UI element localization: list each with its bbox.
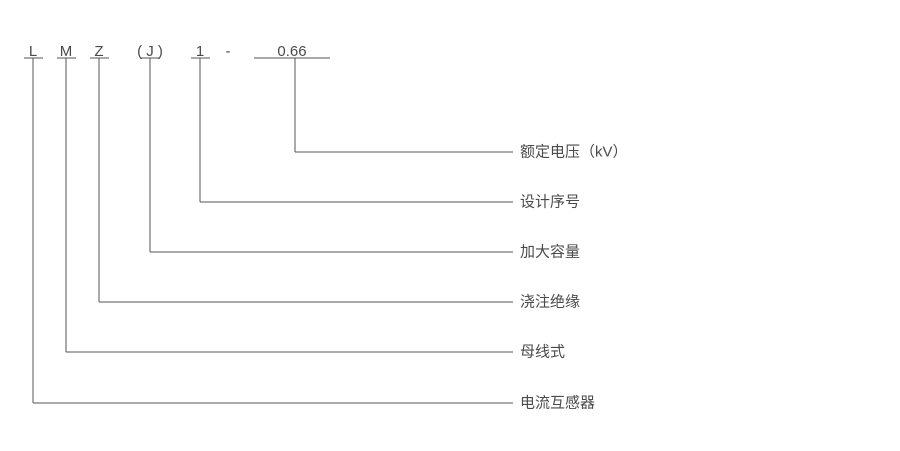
token-066: 0.66 bbox=[277, 43, 307, 60]
token-dash: - bbox=[225, 43, 231, 60]
token-l: L bbox=[28, 43, 38, 60]
label-cast-insulation: 浇注绝缘 bbox=[520, 293, 581, 311]
leader-lines-group bbox=[24, 57, 513, 404]
label-busbar-type: 母线式 bbox=[520, 343, 566, 361]
label-design-serial: 设计序号 bbox=[520, 193, 581, 211]
token-j: ( J ) bbox=[137, 43, 163, 60]
label-increased-capacity: 加大容量 bbox=[520, 243, 581, 261]
token-z: Z bbox=[94, 43, 104, 60]
label-rated-voltage: 额定电压（kV） bbox=[520, 143, 628, 161]
token-1: 1 bbox=[195, 43, 205, 60]
label-current-transformer: 电流互感器 bbox=[520, 394, 596, 412]
token-m: M bbox=[59, 43, 73, 60]
